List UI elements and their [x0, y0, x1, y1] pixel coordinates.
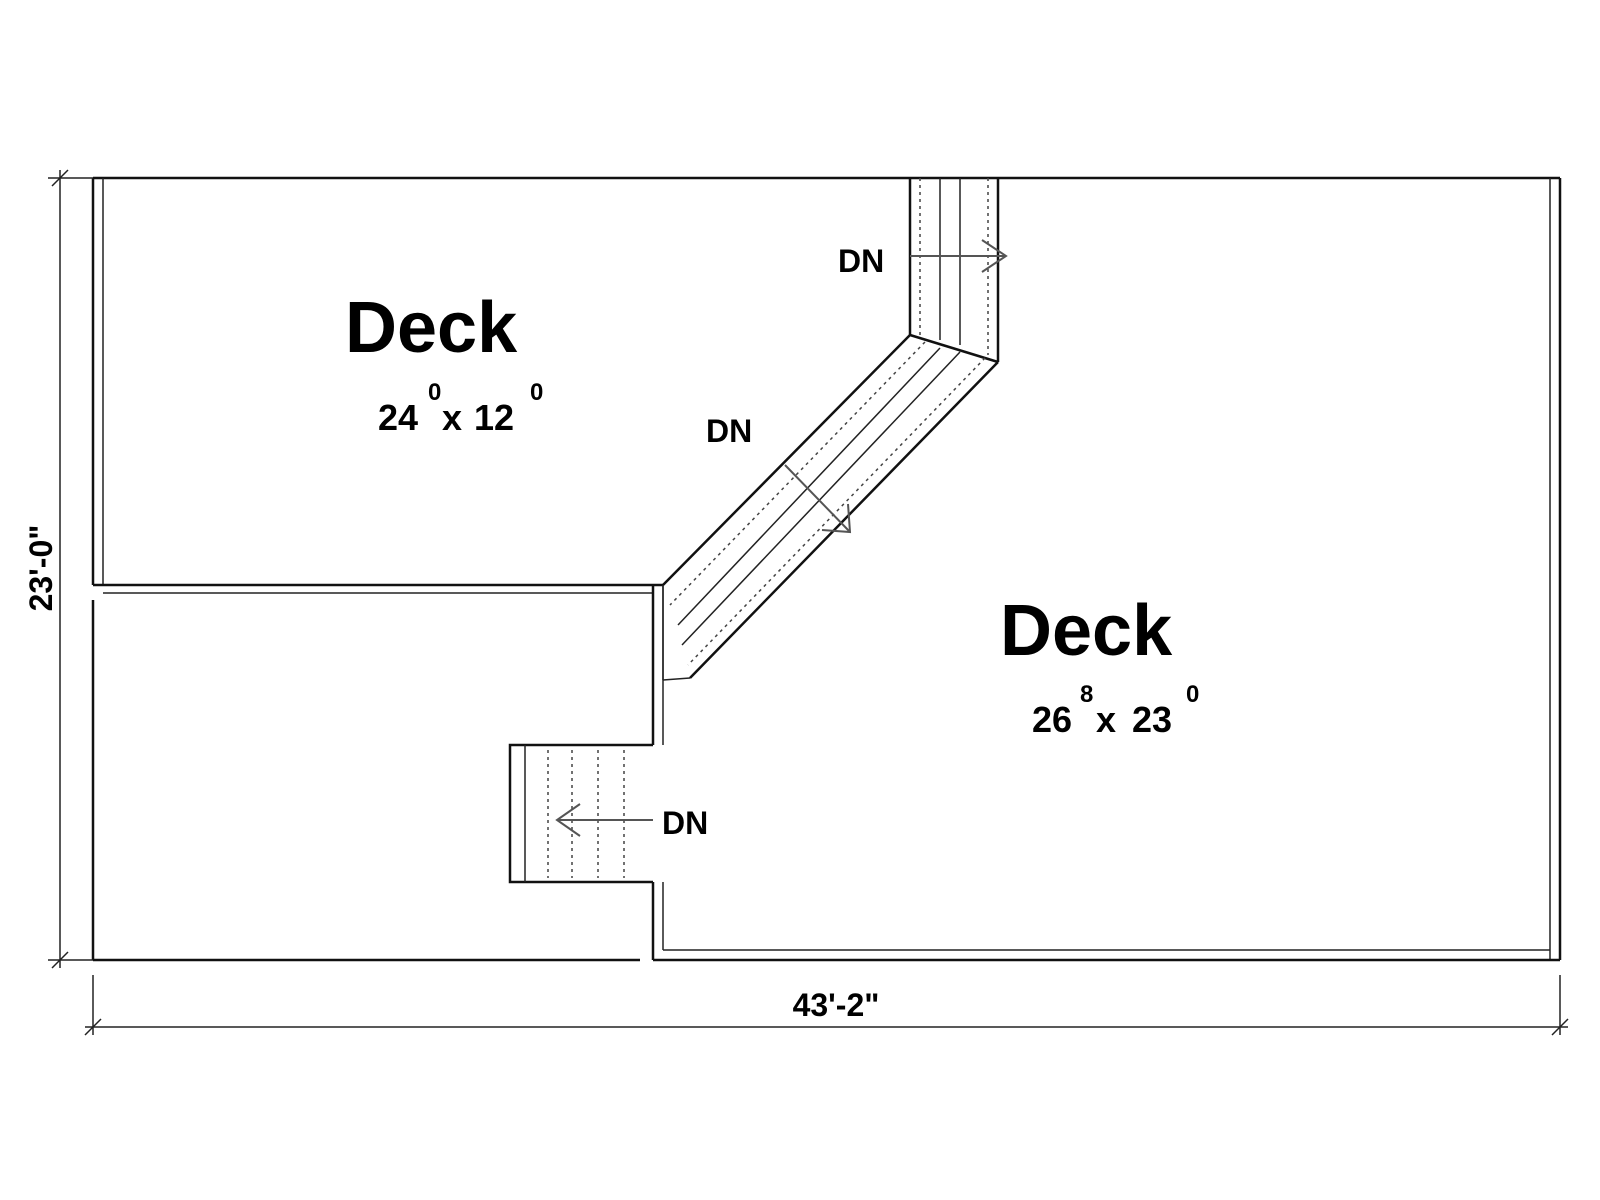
room-deck-right: Deck 26 8 x 23 0 [1000, 591, 1199, 740]
overall-height-label: 23'-0" [23, 525, 59, 612]
room-dim-separator: x [442, 397, 462, 438]
stair-diagonal: DN [662, 333, 999, 681]
walls [91, 176, 1562, 962]
room-width-inches: 0 [428, 379, 441, 406]
room-name: Deck [345, 288, 518, 368]
dimension-width: 43'-2" [84, 975, 1569, 1036]
room-name: Deck [1000, 591, 1173, 671]
stair-top: DN [838, 178, 1008, 362]
room-dim-separator: x [1096, 699, 1116, 740]
room-depth-inches: 0 [1186, 681, 1199, 708]
stair-bottom-dn-label: DN [662, 805, 708, 841]
dimension-height: 23'-0" [23, 169, 93, 969]
overall-width-label: 43'-2" [793, 987, 880, 1023]
room-depth-inches: 0 [530, 379, 543, 406]
room-width-feet: 24 [378, 397, 418, 438]
stair-top-dn-label: DN [838, 243, 884, 279]
room-deck-left: Deck 24 0 x 12 0 [345, 288, 543, 438]
room-width-feet: 26 [1032, 699, 1072, 740]
room-depth-feet: 23 [1132, 699, 1172, 740]
room-width-inches: 8 [1080, 681, 1093, 708]
stair-diagonal-dn-label: DN [706, 413, 752, 449]
room-depth-feet: 12 [474, 397, 514, 438]
stair-bottom: DN [508, 743, 708, 884]
